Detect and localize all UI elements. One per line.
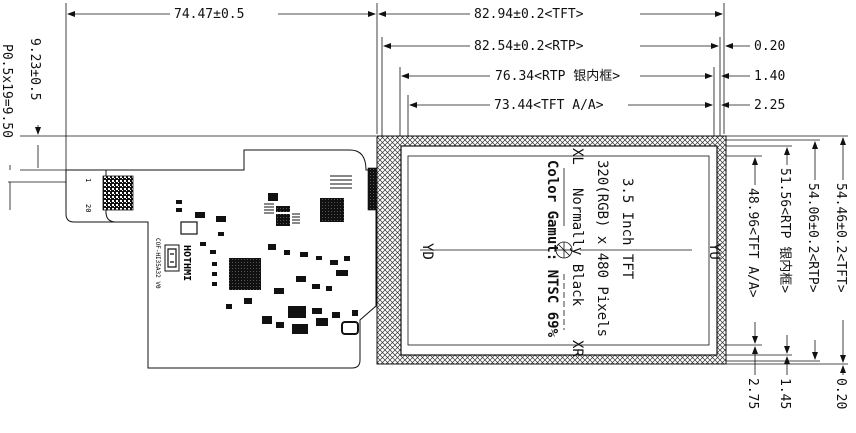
smd-6: [216, 216, 226, 222]
smd-11: [212, 272, 217, 276]
smd-32: [332, 312, 340, 318]
smd-20: [296, 276, 306, 282]
label-yu: YU: [706, 243, 722, 260]
smd-21: [312, 284, 320, 289]
chip-main: [229, 258, 261, 290]
pcb-components: [176, 193, 359, 335]
smd-29: [292, 324, 308, 334]
smd-19: [336, 270, 348, 276]
smd-9: [210, 250, 216, 254]
smd-33: [352, 310, 358, 316]
dim-bottom-offset-2: 1.45: [777, 378, 792, 409]
dim-tft-width: 82.94±0.2<TFT>: [474, 7, 584, 22]
dim-right-offset-2: 1.40: [754, 69, 785, 84]
panel-resolution-text: 320(RGB) x 480 Pixels: [594, 160, 610, 337]
smd-12: [212, 282, 217, 286]
panel-size-text: 3.5 Inch TFT: [619, 178, 635, 280]
smd-7: [218, 232, 224, 236]
dim-bottom-offset-1: 0.20: [833, 378, 848, 409]
label-yd: YD: [419, 243, 435, 260]
smd-28: [288, 306, 306, 318]
smd-13: [268, 244, 276, 250]
connector-pad: [341, 321, 359, 335]
smd-8: [200, 242, 206, 246]
smd-3: [180, 221, 198, 235]
smd-22: [326, 286, 332, 291]
smd-2: [195, 212, 205, 218]
active-area: [407, 155, 710, 346]
dim-aa-width: 73.44<TFT A/A>: [494, 98, 604, 113]
center-crosshair: [420, 168, 692, 330]
pin-first-label: 1: [84, 178, 92, 182]
pin-last-label: 20: [84, 204, 92, 212]
chip-small: [276, 206, 290, 226]
smd-18: [344, 256, 350, 261]
brand-text: HOTHMI: [181, 245, 192, 281]
chip-large: [320, 198, 344, 222]
smd-26: [262, 316, 272, 324]
panel-mode-text: Normally Black: [569, 188, 585, 307]
smd-1: [268, 193, 278, 201]
hothmi-logo-icon: [167, 248, 177, 268]
dim-bottom-offset-3: 2.75: [745, 378, 760, 409]
label-xl: XL: [569, 148, 585, 165]
pad-arrays: [264, 175, 352, 224]
model-text: COF-HI35A32 V0: [154, 238, 161, 289]
dim-rtp-frame-width: 76.34<RTP 银内框>: [495, 68, 620, 84]
smd-23: [274, 288, 284, 294]
smd-30: [312, 308, 322, 314]
smd-10: [212, 262, 217, 266]
smd-15: [300, 252, 308, 257]
dim-fpc-length: 74.47±0.5: [174, 7, 244, 22]
smd-14: [284, 250, 290, 255]
smd-4: [176, 200, 182, 204]
panel-gamut-text: Color Gamut: NTSC 69%: [544, 160, 560, 338]
fpc-tail-outline: [65, 170, 148, 223]
smd-27: [276, 322, 284, 328]
dim-right-offset-3: 2.25: [754, 98, 785, 113]
smd-24: [244, 298, 252, 304]
fpc-outline: [66, 149, 377, 369]
smd-17: [330, 260, 338, 265]
qr-code: [102, 175, 134, 211]
dim-fpc-offset: 9.23±0.5: [27, 38, 42, 101]
chip-gap: [276, 212, 290, 214]
smd-5: [176, 208, 182, 212]
dim-right-offset-1: 0.20: [754, 39, 785, 54]
smd-25: [226, 304, 232, 309]
smd-31: [316, 318, 328, 326]
label-xr: XR: [569, 340, 585, 357]
dim-tft-height: 54.46±0.2<TFT>: [833, 183, 848, 293]
dim-pin-pitch: P0.5x19=9.50: [0, 44, 14, 138]
dim-rtp-width: 82.54±0.2<RTP>: [474, 39, 584, 54]
dim-aa-height: 48.96<TFT A/A>: [745, 188, 760, 298]
extension-lines: [8, 3, 848, 365]
dim-rtp-height: 54.06±0.2<RTP>: [805, 183, 820, 293]
dim-rtp-frame-height: 51.56<RTP 银内框>: [777, 168, 793, 293]
smd-16: [316, 256, 322, 260]
